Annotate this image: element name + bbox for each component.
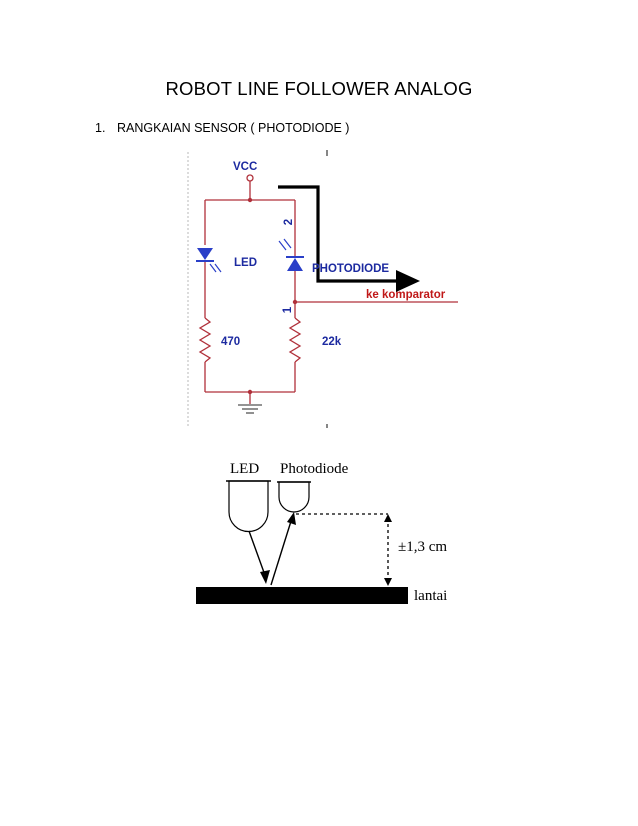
- emitted-ray: [248, 530, 267, 579]
- dimension-arrow-down: [384, 578, 392, 586]
- section-heading: 1. RANGKAIAN SENSOR ( PHOTODIODE ): [95, 121, 349, 135]
- mount-photodiode-label: Photodiode: [280, 461, 349, 477]
- resistor-22k-label: 22k: [322, 336, 342, 348]
- pin-1-label: 1: [282, 306, 294, 313]
- vcc-label: VCC: [233, 161, 257, 173]
- pin-2-label: 2: [283, 219, 295, 225]
- vcc-terminal: [246, 174, 254, 182]
- photodiode-component: [278, 481, 310, 513]
- emitted-ray-arrowhead: [260, 570, 270, 584]
- section-label: RANGKAIAN SENSOR ( PHOTODIODE ): [117, 121, 350, 135]
- led-diode-symbol: [197, 248, 213, 260]
- signal-arrow-head: [396, 270, 420, 292]
- reflected-ray: [270, 517, 293, 586]
- signal-arrow-line: [278, 185, 396, 283]
- mounting-diagram: LED Photodiode ±1,3 cm lantai: [196, 461, 447, 604]
- floor-bar: [196, 587, 408, 604]
- photodiode-label: PHOTODIODE: [312, 263, 389, 275]
- section-number: 1.: [95, 121, 106, 135]
- distance-label: ±1,3 cm: [398, 539, 447, 555]
- resistor-470-symbol: [198, 317, 212, 363]
- led-emission-arrow: [214, 263, 222, 273]
- floor-label: lantai: [414, 588, 447, 604]
- led-component: [228, 480, 269, 533]
- resistor-22k-symbol: [288, 317, 302, 363]
- photodiode-symbol: [287, 258, 303, 271]
- sensor-schematic: VCC LED 470 2 1 22k ke komparator: [187, 150, 458, 428]
- led-emission-arrow: [209, 263, 217, 273]
- page-title: ROBOT LINE FOLLOWER ANALOG: [165, 78, 473, 99]
- photodiode-light-arrow: [283, 238, 292, 249]
- output-label: ke komparator: [366, 289, 446, 301]
- junction-dot: [247, 197, 253, 203]
- dimension-arrow-up: [384, 514, 392, 522]
- mount-led-label: LED: [230, 461, 259, 477]
- photodiode-light-arrow: [278, 240, 287, 251]
- resistor-470-label: 470: [221, 336, 240, 348]
- led-label: LED: [234, 257, 257, 269]
- reflected-ray-arrowhead: [287, 512, 296, 525]
